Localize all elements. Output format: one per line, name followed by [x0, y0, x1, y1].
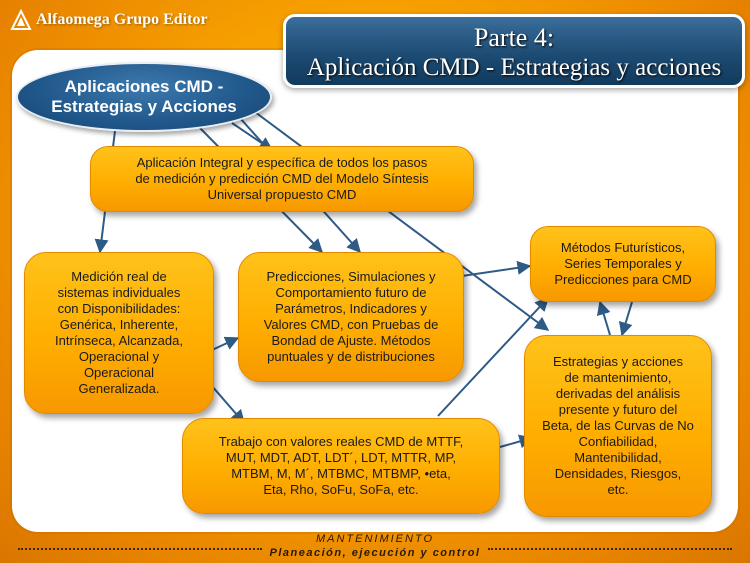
publisher-logo-icon: [10, 9, 32, 30]
publisher-header: Alfaomega Grupo Editor: [10, 6, 208, 34]
root-node-line1: Aplicaciones CMD -: [64, 77, 224, 96]
root-node: Aplicaciones CMD - Estrategias y Accione…: [16, 62, 272, 132]
root-node-line2: Estrategias y Acciones: [51, 97, 237, 116]
footer-title: MANTENIMIENTO: [315, 533, 435, 545]
node-integral-text: Aplicación Integral y específica de todo…: [135, 155, 429, 202]
slide-title-line2: Aplicación CMD - Estrategias y acciones: [306, 54, 722, 81]
footer-divider-right: [488, 548, 732, 552]
footer-divider-left: [18, 548, 262, 552]
arrow-trabajo-to-futuristicos: [437, 296, 549, 417]
publisher-name: Alfaomega Grupo Editor: [36, 11, 208, 28]
node-futuristicos-text: Métodos Futurísticos, Series Temporales …: [554, 240, 692, 287]
slide-title-line1: Parte 4:: [473, 23, 555, 52]
node-futuristicos: Métodos Futurísticos, Series Temporales …: [530, 226, 716, 302]
arrow-estrategias-to-futuristicos: [596, 300, 611, 336]
arrow-medicion-to-predicciones: [211, 336, 240, 351]
node-predicciones: Predicciones, Simulaciones y Comportamie…: [238, 252, 464, 382]
slide-title: Parte 4: Aplicación CMD - Estrategias y …: [283, 14, 745, 88]
arrow-predicciones-to-futuristicos: [461, 260, 532, 277]
node-trabajo-text: Trabajo con valores reales CMD de MTTF, …: [218, 434, 464, 497]
node-medicion-text: Medición real de sistemas individuales c…: [55, 269, 183, 396]
node-trabajo: Trabajo con valores reales CMD de MTTF, …: [182, 418, 500, 514]
node-medicion: Medición real de sistemas individuales c…: [24, 252, 214, 414]
node-predicciones-text: Predicciones, Simulaciones y Comportamie…: [263, 269, 439, 364]
node-integral: Aplicación Integral y específica de todo…: [90, 146, 474, 212]
node-estrategias: Estrategias y acciones de mantenimiento,…: [524, 335, 712, 517]
arrow-futuristicos-to-estrategias: [618, 301, 633, 337]
node-estrategias-text: Estrategias y acciones de mantenimiento,…: [542, 354, 694, 497]
footer-subtitle: Planeación, ejecución y control: [269, 547, 481, 559]
